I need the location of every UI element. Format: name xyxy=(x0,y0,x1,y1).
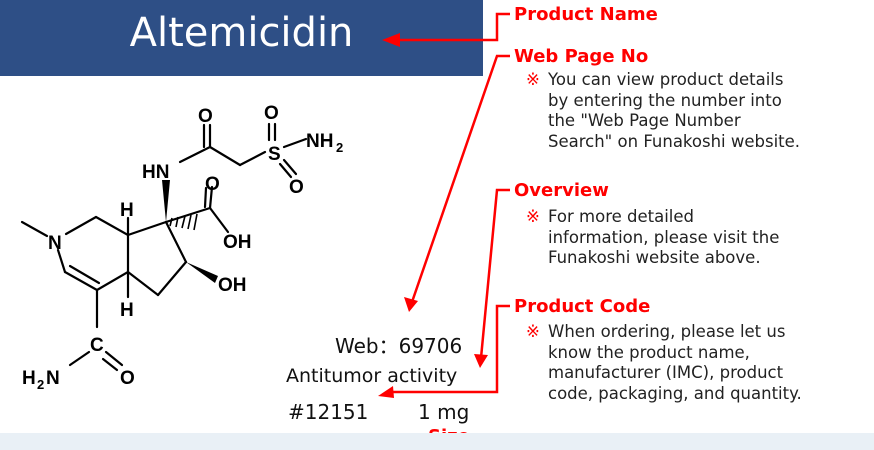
note-line: manufacturer (IMC), product xyxy=(548,363,784,382)
note-line: Funakoshi website above. xyxy=(548,248,761,267)
atom-label: H xyxy=(22,368,36,389)
note-line: information, please visit the xyxy=(548,227,780,247)
atom-label: C xyxy=(90,335,104,356)
bond xyxy=(208,206,230,234)
bond xyxy=(164,220,188,264)
note-web-page-no: ※ You can view product details by enteri… xyxy=(526,70,801,152)
arrow-overview xyxy=(479,188,510,359)
double-bond xyxy=(101,357,119,372)
atom-label: S xyxy=(268,144,281,165)
label-product-code: Product Code xyxy=(514,296,651,317)
bond xyxy=(104,350,124,367)
bond xyxy=(238,150,267,167)
note-product-code: ※ When ordering, please let us know the … xyxy=(526,322,802,404)
atom-label: HN xyxy=(142,162,169,183)
note-line: You can view product details xyxy=(548,70,784,89)
atom-label: OH xyxy=(218,275,247,296)
bond xyxy=(95,270,130,292)
bond xyxy=(94,215,130,237)
bond xyxy=(208,145,242,167)
overview-text: Antitumor activity xyxy=(286,365,458,387)
bond xyxy=(282,158,298,176)
bond xyxy=(156,260,188,297)
arrowhead xyxy=(404,297,418,312)
note-marker: ※ xyxy=(526,322,540,341)
double-bond xyxy=(203,186,208,209)
bond xyxy=(20,220,49,238)
atom-label: O xyxy=(198,106,213,127)
atom-label: 2 xyxy=(37,377,44,392)
label-overview: Overview xyxy=(514,180,609,201)
atom-label: H xyxy=(120,200,134,221)
bond xyxy=(63,270,99,292)
note-line: know the product name, xyxy=(548,342,750,362)
double-bond xyxy=(68,264,101,285)
atom-label: N xyxy=(48,233,62,254)
label-web-page-no: Web Page No xyxy=(514,46,649,67)
double-bond xyxy=(278,162,293,179)
bond xyxy=(282,137,308,149)
note-line: the "Web Page Number xyxy=(548,111,741,130)
atom-label: H xyxy=(120,300,134,321)
note-marker: ※ xyxy=(526,207,540,226)
bond xyxy=(208,185,214,210)
product-code: #12151 xyxy=(288,400,369,424)
wedge-bond xyxy=(186,262,218,283)
note-marker: ※ xyxy=(526,70,540,89)
bond xyxy=(64,215,98,236)
note-line: For more detailed xyxy=(548,207,695,226)
note-line: When ordering, please let us xyxy=(548,322,786,341)
product-name-banner: Altemicidin xyxy=(0,0,483,76)
arrow-web-page-no xyxy=(410,54,510,303)
arrowhead xyxy=(474,354,488,368)
atom-label: O xyxy=(120,368,135,389)
arrow-product-name xyxy=(400,12,510,42)
product-name: Altemicidin xyxy=(129,10,354,56)
atom-label: 2 xyxy=(336,140,343,155)
label-product-name: Product Name xyxy=(514,4,658,25)
bond xyxy=(68,350,91,367)
atom-label: O xyxy=(264,103,279,124)
bond xyxy=(56,248,67,274)
note-overview: ※ For more detailed information, please … xyxy=(526,207,780,269)
bond xyxy=(178,145,212,164)
atom-label: O xyxy=(205,174,220,195)
package-size: 1 mg xyxy=(418,400,470,424)
arrow-product-code xyxy=(390,304,510,394)
atom-label: NH xyxy=(306,131,333,152)
wedge-bond xyxy=(162,180,170,222)
note-line: by entering the number into xyxy=(548,90,782,110)
arrowhead xyxy=(378,386,394,398)
atom-label: OH xyxy=(223,232,252,253)
note-line: code, packaging, and quantity. xyxy=(548,383,802,403)
bond xyxy=(126,220,168,237)
note-line: Search" on Funakoshi website. xyxy=(548,131,801,151)
hashed-bond xyxy=(169,213,198,231)
arrowhead xyxy=(382,33,400,47)
footer-strip xyxy=(0,433,874,450)
atom-label: O xyxy=(289,177,304,198)
bond xyxy=(126,270,160,297)
web-page-number: Web：69706 xyxy=(335,334,463,358)
atom-label: N xyxy=(46,368,60,389)
bond xyxy=(164,206,212,224)
